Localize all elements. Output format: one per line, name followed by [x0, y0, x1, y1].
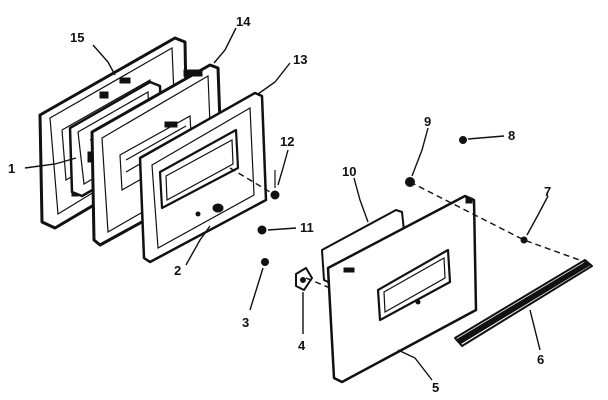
part-2-handle-bracket [212, 203, 224, 213]
callout-4: 4 [298, 338, 306, 353]
part-7-screw [520, 236, 528, 244]
part-11-screw [257, 225, 297, 235]
callout-8: 8 [508, 128, 515, 143]
part-13-door-frame [138, 91, 268, 264]
assembly-lines [229, 167, 586, 289]
callout-10: 10 [342, 164, 356, 179]
part-3-screw [249, 258, 269, 311]
callout-7: 7 [544, 184, 551, 199]
part-12-screw [270, 170, 280, 200]
callout-labels: 15 14 13 1 2 12 11 3 4 10 9 8 7 6 5 [8, 14, 551, 395]
callout-15: 15 [70, 30, 84, 45]
part-4-hinge-clip [295, 267, 313, 334]
callout-3: 3 [242, 315, 249, 330]
part-5-outer-door-panel [326, 194, 478, 384]
callout-14: 14 [236, 14, 251, 29]
callout-1: 1 [8, 161, 15, 176]
part-6-door-handle [454, 259, 593, 351]
callout-5: 5 [432, 380, 439, 395]
callout-12: 12 [280, 134, 294, 149]
callout-2: 2 [174, 263, 181, 278]
leader-lines [24, 27, 549, 381]
callout-9: 9 [424, 114, 431, 129]
callout-13: 13 [293, 52, 307, 67]
callout-11: 11 [300, 220, 314, 235]
part-8-screw [459, 135, 505, 144]
callout-6: 6 [537, 352, 544, 367]
